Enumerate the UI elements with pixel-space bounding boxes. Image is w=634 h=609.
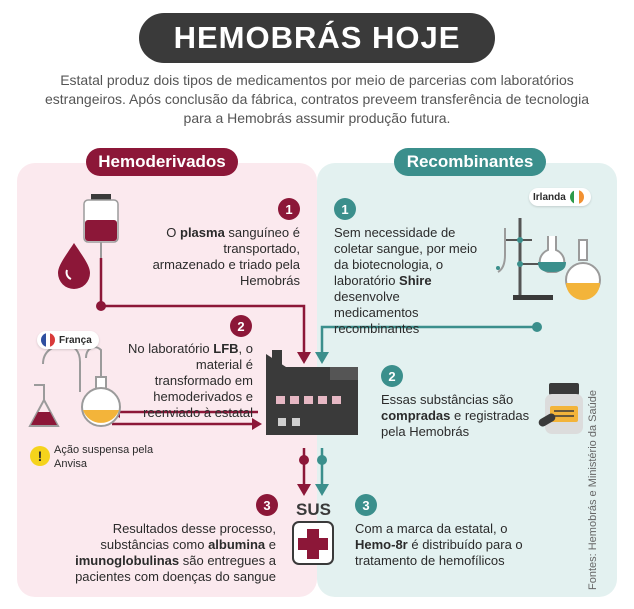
factory-icon: [266, 350, 358, 435]
medicine-jar-icon: [538, 383, 583, 434]
ireland-flag-label: Irlanda: [529, 188, 591, 206]
blood-bag-icon: [83, 194, 119, 258]
step-number-right-1: 1: [334, 198, 356, 220]
sus-label: SUS: [296, 500, 331, 519]
step-number-right-3: 3: [355, 494, 377, 516]
sources-note: Fontes: Hemobrás e Ministério da Saúde: [587, 390, 599, 590]
step-text-left-2: No laboratório LFB, o material é transfo…: [127, 341, 253, 420]
recombinantes-heading: Recombinantes: [394, 148, 546, 176]
warning-icon: !: [30, 446, 50, 466]
step-number-left-3: 3: [256, 494, 278, 516]
teal-flask-icon: [538, 236, 566, 273]
sus-icon: [292, 521, 334, 565]
blood-drop-icon: [58, 243, 90, 289]
recombinant-flow-dot: [532, 322, 542, 332]
plasma-flow-dot: [96, 301, 106, 311]
lab-stand-ireland-icon: [496, 218, 553, 300]
flask-red-fill: [31, 412, 57, 425]
hemoderivados-heading: Hemoderivados: [86, 148, 238, 176]
plasma-flow-line: [99, 258, 306, 356]
step-text-right-2: Essas substâncias são compradas e regist…: [381, 392, 530, 439]
round-flask-icon: [81, 376, 121, 427]
lfb-exchange-arrows: [112, 410, 258, 426]
intro-text: Estatal produz dois tipos de medicamento…: [45, 72, 589, 126]
step-text-left-1: O plasma sanguíneo é transportado, armaz…: [152, 225, 300, 288]
sus-flow-red-arrowhead: [297, 484, 311, 496]
step-text-right-1: Sem necessidade de coletar sangue, por m…: [334, 225, 478, 336]
page-title: HEMOBRÁS HOJE: [139, 13, 495, 63]
recombinant-flow-arrowhead: [315, 352, 329, 364]
france-flag-icon: [41, 333, 55, 347]
step-text-left-3: Resultados desse processo, substâncias c…: [75, 521, 276, 584]
recombinant-flow-line: [320, 325, 537, 356]
step-number-left-2: 2: [230, 315, 252, 337]
step-text-right-3: Com a marca da estatal, o Hemo-8r é dist…: [355, 521, 523, 568]
plasma-flow-arrowhead: [297, 352, 311, 364]
step-number-left-1: 1: [278, 198, 300, 220]
step-number-right-2: 2: [381, 365, 403, 387]
ireland-flag-icon: [569, 190, 584, 204]
recombinantes-panel: [317, 163, 617, 597]
sus-flow-teal-arrowhead: [315, 484, 329, 496]
yellow-flask-icon: [565, 239, 601, 300]
warning-text: Ação suspensa pela Anvisa: [54, 444, 154, 470]
arrowhead-right: [252, 418, 262, 430]
france-flag-label: França: [37, 331, 99, 349]
